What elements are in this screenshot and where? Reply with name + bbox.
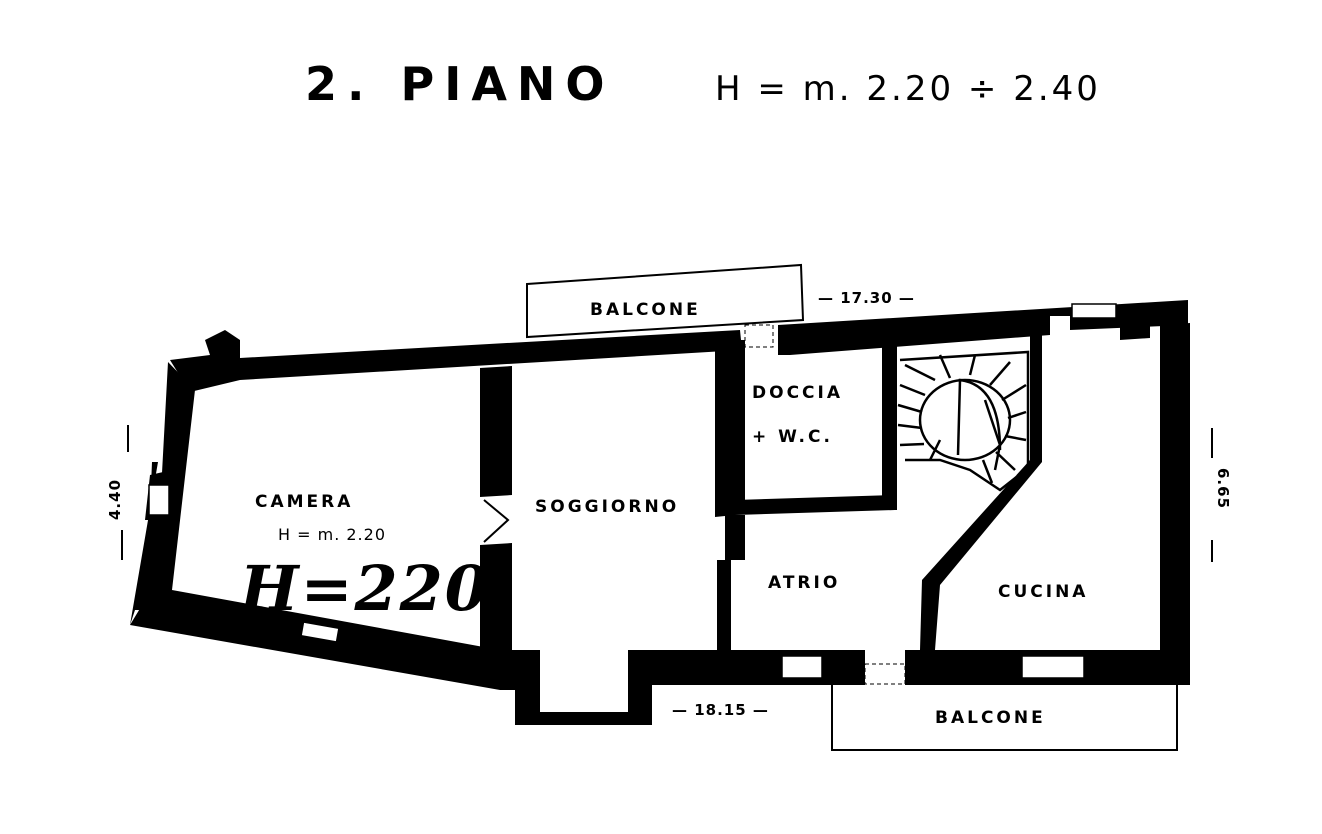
dimension-top: — 17.30 — — [818, 289, 915, 307]
dimension-left: 4.40 — [106, 425, 129, 560]
interior-walls — [480, 335, 1042, 650]
dimension-left-label: 4.40 — [106, 479, 124, 520]
floor-title: 2. PIANO — [305, 57, 615, 111]
room-soggiorno-label: SOGGIORNO — [535, 497, 679, 517]
balcone-bottom: BALCONE — [831, 681, 1178, 751]
balcone-bottom-label: BALCONE — [935, 708, 1046, 728]
room-atrio-label: ATRIO — [768, 573, 840, 593]
balcone-top: BALCONE — [526, 263, 805, 339]
dimension-right: 6.65 — [1211, 428, 1232, 562]
room-doccia-label: DOCCIA — [752, 383, 843, 403]
dimension-right-label: 6.65 — [1214, 468, 1232, 509]
balcone-top-label: BALCONE — [590, 300, 701, 320]
dimension-bottom: — 18.15 — — [672, 701, 769, 719]
room-camera-height: H = m. 2.20 — [278, 525, 386, 544]
windows — [148, 303, 1117, 685]
room-camera-big-height: H=220 — [238, 552, 490, 625]
spiral-staircase — [897, 350, 1030, 492]
doors — [483, 499, 850, 543]
room-wc-label: + W.C. — [752, 427, 833, 447]
room-camera-label: CAMERA — [255, 492, 353, 512]
floor-height-range: H = m. 2.20 ÷ 2.40 — [715, 69, 1101, 109]
room-cucina-label: CUCINA — [998, 582, 1088, 602]
